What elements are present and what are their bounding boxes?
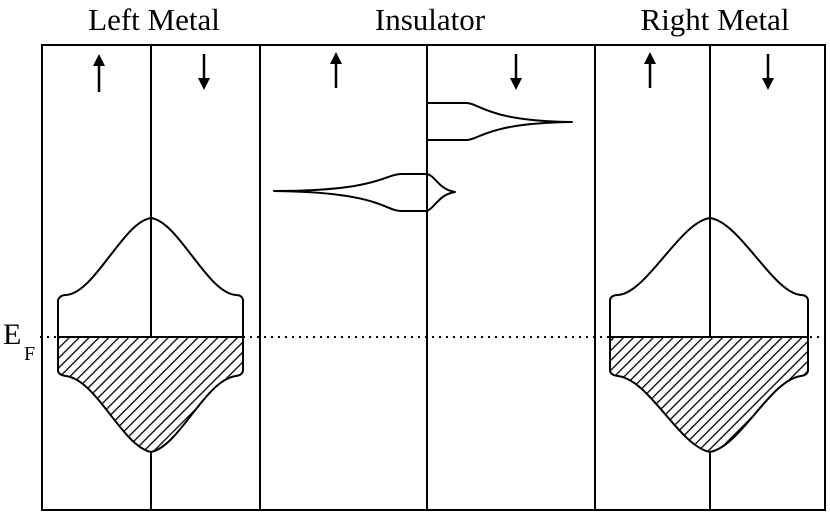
left-spin-up-arrow — [93, 54, 105, 92]
insulator-spin-down-arrow — [510, 54, 522, 90]
fermi-level-label: E F — [3, 318, 35, 365]
left-metal-title: Left Metal — [88, 2, 220, 37]
right-metal-dos-unoccupied — [609, 217, 809, 337]
left-metal-dos-occupied — [57, 336, 244, 453]
insulator-spin-up-state-tail — [426, 173, 456, 212]
fermi-label-subscript: F — [24, 343, 35, 365]
insulator-spin-up-state — [273, 173, 427, 212]
insulator-title: Insulator — [375, 2, 486, 37]
right-metal-dos-occupied — [609, 336, 809, 453]
left-metal-dos-unoccupied — [57, 217, 244, 337]
right-spin-down-arrow — [762, 54, 774, 90]
fermi-label-main: E — [3, 318, 21, 351]
right-metal-title: Right Metal — [641, 2, 790, 37]
left-spin-down-arrow — [198, 54, 210, 90]
insulator-spin-up-arrow — [330, 52, 342, 88]
right-spin-up-arrow — [644, 52, 656, 88]
insulator-spin-down-state — [427, 102, 573, 141]
